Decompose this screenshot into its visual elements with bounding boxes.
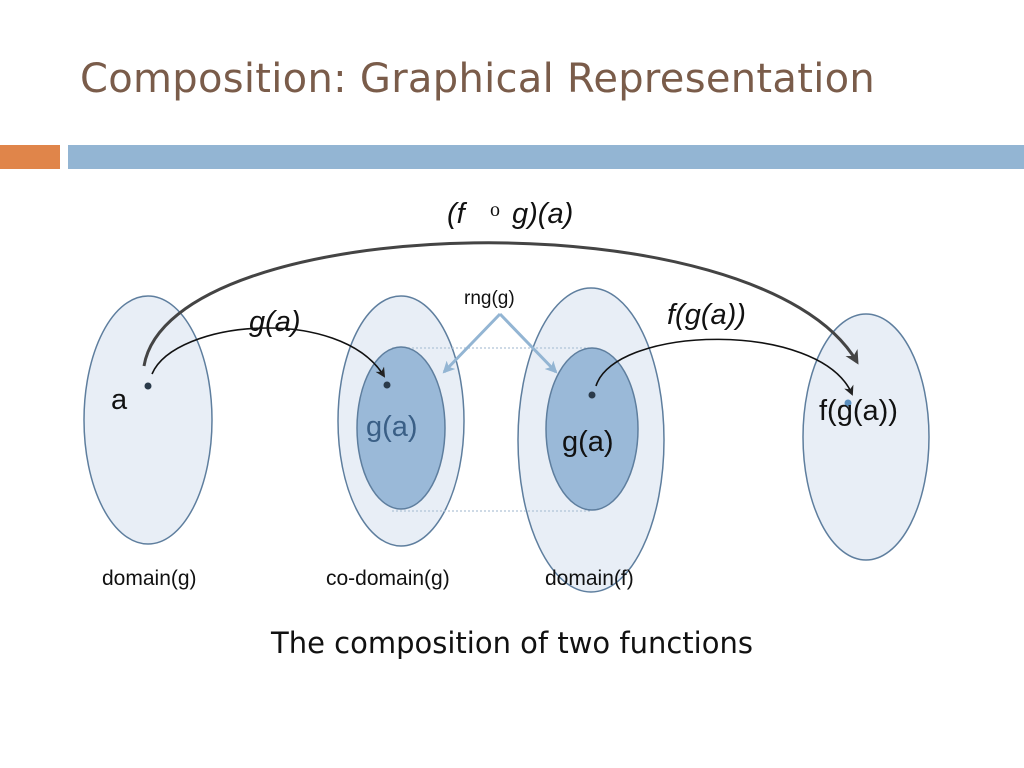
point-fga (844, 399, 852, 407)
element-a: a (111, 384, 128, 416)
point-ga-domain-f (588, 391, 596, 399)
element-fga: f(g(a)) (819, 395, 898, 427)
fga-arrow-label: f(g(a)) (667, 299, 746, 331)
slide-caption: The composition of two functions (271, 626, 753, 660)
point-a (144, 382, 152, 390)
accent-bar-orange (0, 145, 60, 169)
composition-label-left: (f (447, 198, 468, 230)
range-g-in-domain-f (545, 347, 639, 511)
set-label-codomain-g: co-domain(g) (326, 567, 450, 590)
composition-label-right: g)(a) (512, 198, 573, 230)
g-mapping-arrow (151, 327, 386, 378)
element-ga-codomain: g(a) (366, 411, 418, 443)
set-label-domain-f: domain(f) (545, 567, 634, 590)
rng-arrow-left (442, 312, 502, 374)
element-ga-domain-f: g(a) (562, 426, 614, 458)
composition-operator: o (490, 199, 500, 221)
f-mapping-arrow (595, 338, 854, 396)
rng-label: rng(g) (464, 288, 515, 309)
range-g-in-codomain (356, 346, 446, 510)
set-domain-g (83, 295, 213, 545)
set-label-domain-g: domain(g) (102, 567, 197, 590)
ga-arrow-label: g(a) (249, 306, 301, 338)
slide-title: Composition: Graphical Representation (80, 56, 876, 102)
point-ga-codomain (383, 381, 391, 389)
accent-bar-blue (68, 145, 1024, 169)
set-codomain-f (802, 313, 930, 561)
composition-arrow (142, 241, 859, 367)
rng-arrow-right (498, 312, 558, 374)
